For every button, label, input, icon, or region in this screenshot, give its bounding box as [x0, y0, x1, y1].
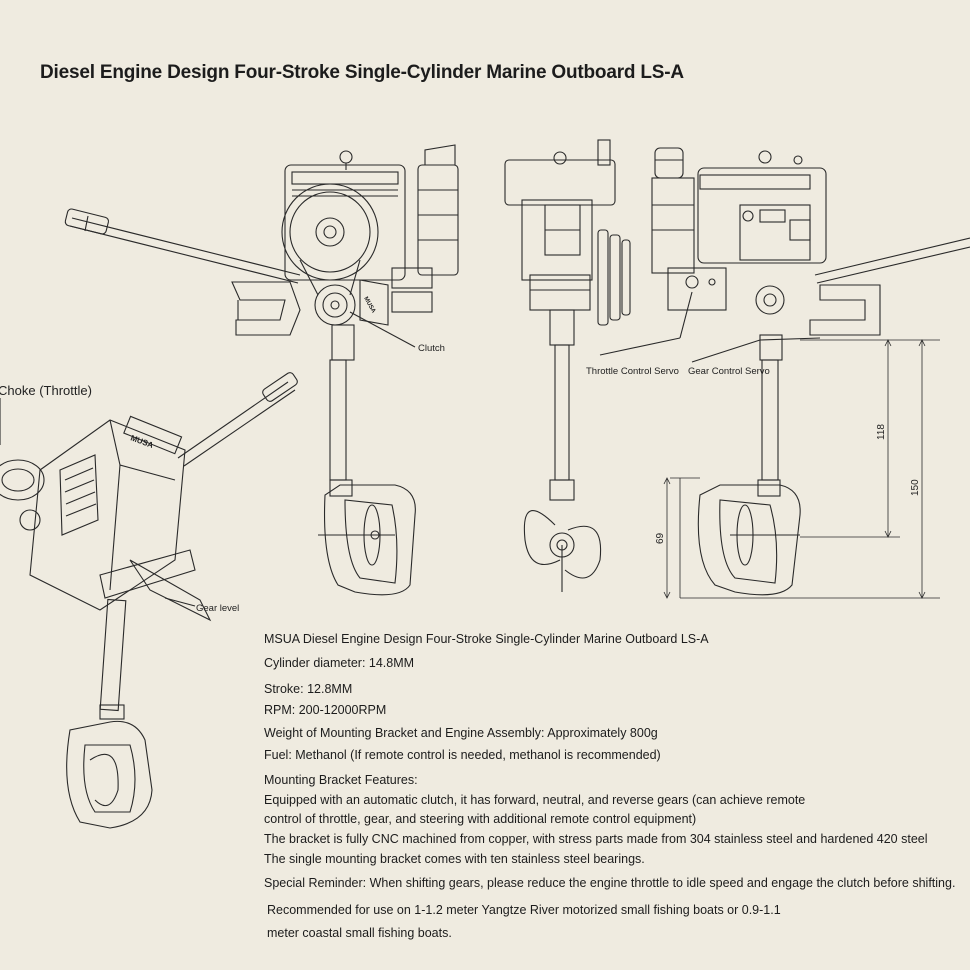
spec-rpm: RPM: 200-12000RPM [264, 703, 387, 717]
musa-badge-small: MUSA [362, 296, 376, 315]
dimension-69: 69 [655, 532, 666, 544]
side-view-right [599, 147, 970, 596]
gear-level-label: Gear level [196, 603, 239, 614]
features-heading: Mounting Bracket Features: [264, 773, 418, 787]
dimension-lines [663, 339, 940, 599]
page-title: Diesel Engine Design Four-Stroke Single-… [40, 62, 684, 83]
feature-1b: control of throttle, gear, and steering … [264, 812, 697, 826]
spec-weight: Weight of Mounting Bracket and Engine As… [264, 726, 658, 740]
throttle-servo-label: Throttle Control Servo [586, 366, 679, 377]
recommend-line-2: meter coastal small fishing boats. [267, 926, 452, 940]
feature-2: The bracket is fully CNC machined from c… [264, 832, 928, 846]
dimension-150: 150 [910, 479, 921, 496]
choke-label: Choke (Throttle) [0, 383, 92, 398]
feature-1a: Equipped with an automatic clutch, it ha… [264, 793, 806, 807]
spec-cylinder: Cylinder diameter: 14.8MM [264, 656, 415, 670]
recommend-line-1: Recommended for use on 1-1.2 meter Yangt… [267, 903, 781, 917]
front-view-center [504, 139, 631, 592]
special-reminder: Special Reminder: When shifting gears, p… [264, 876, 956, 890]
spec-fuel: Fuel: Methanol (If remote control is nee… [264, 748, 661, 762]
clutch-label: Clutch [418, 343, 445, 354]
gear-servo-label: Gear Control Servo [688, 366, 770, 377]
side-view-left [64, 144, 459, 596]
dimension-118: 118 [876, 424, 887, 440]
isometric-view [0, 372, 298, 829]
feature-3: The single mounting bracket comes with t… [264, 852, 645, 866]
spec-stroke: Stroke: 12.8MM [264, 682, 353, 696]
spec-heading: MSUA Diesel Engine Design Four-Stroke Si… [264, 632, 709, 646]
